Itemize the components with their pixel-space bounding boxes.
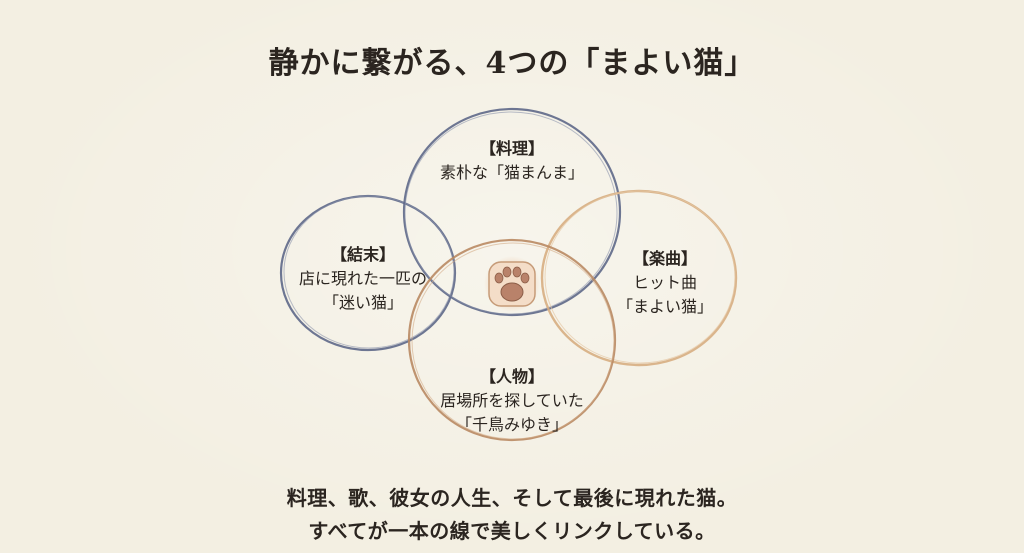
cat-paw-icon: [484, 256, 540, 312]
circle-music: [540, 189, 738, 367]
ending-heading: 【結末】: [330, 245, 395, 264]
person-line-1: 居場所を探していた: [440, 391, 584, 410]
label-ending: 【結末】 店に現れた一匹の 「迷い猫」: [268, 243, 458, 315]
caption-line-1: 料理、歌、彼女の人生、そして最後に現れた猫。: [286, 486, 738, 510]
circle-ending: [279, 194, 457, 352]
label-music: 【楽曲】 ヒット曲 「まよい猫」: [590, 247, 740, 319]
ending-line-1: 店に現れた一匹の: [298, 269, 427, 288]
cooking-line-1: 素朴な「猫まんま」: [439, 163, 584, 182]
cooking-heading: 【料理】: [479, 139, 544, 158]
music-heading: 【楽曲】: [632, 249, 697, 268]
page-title: 静かに繋がる、4つの「まよい猫」: [268, 46, 756, 81]
ending-line-2: 「迷い猫」: [322, 293, 403, 312]
person-heading: 【人物】: [479, 367, 544, 386]
music-line-1: ヒット曲: [632, 273, 697, 292]
music-line-2: 「まよい猫」: [616, 297, 713, 316]
label-person: 【人物】 居場所を探していた 「千鳥みゆき」: [412, 365, 612, 437]
label-cooking: 【料理】 素朴な「猫まんま」: [412, 137, 612, 185]
caption-line-2: すべてが一本の線で美しくリンクしている。: [308, 519, 716, 543]
circle-person: [407, 238, 617, 442]
person-line-2: 「千鳥みゆき」: [455, 415, 568, 434]
circle-cooking: [402, 107, 622, 317]
